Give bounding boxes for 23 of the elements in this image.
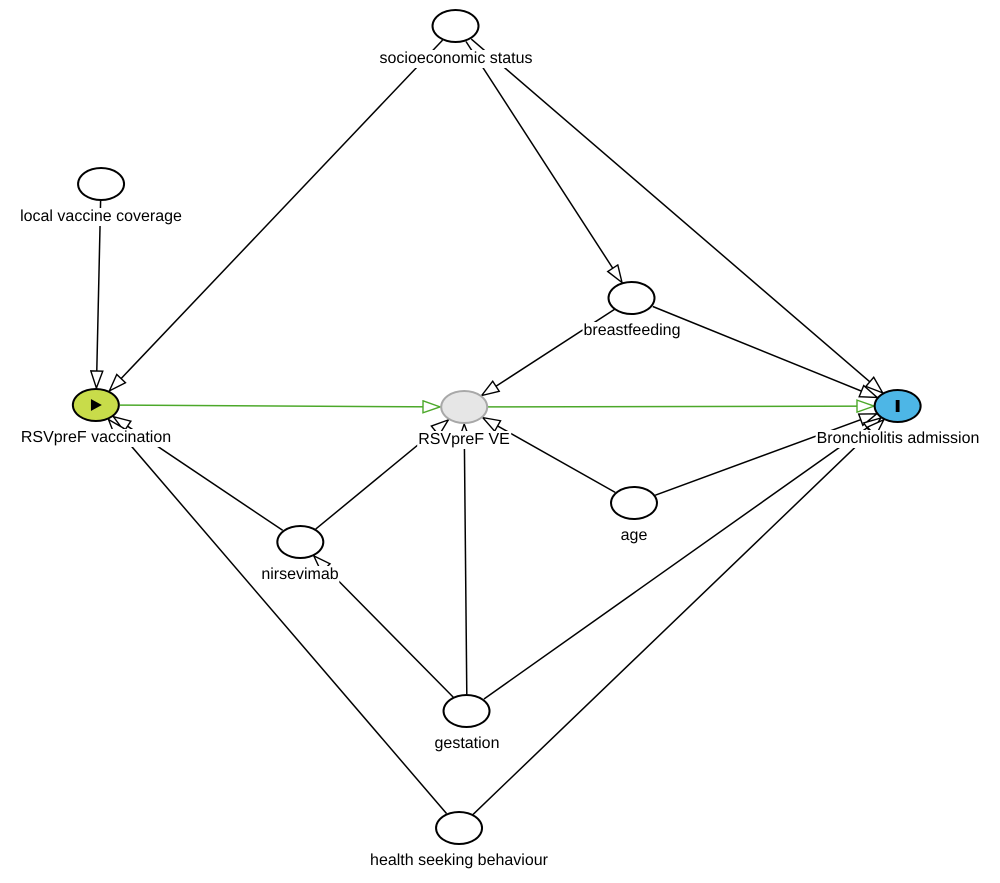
node-label: nirsevimab	[260, 566, 340, 584]
node-label: health seeking behaviour	[369, 852, 549, 870]
arrow	[652, 306, 878, 398]
arrow	[488, 399, 875, 413]
arrow	[655, 413, 878, 496]
arrow	[470, 38, 884, 394]
node-label: breastfeeding	[582, 322, 682, 340]
arrow	[472, 419, 884, 815]
arrow	[482, 416, 616, 494]
node-label: gestation	[434, 735, 500, 753]
arrow	[465, 41, 623, 284]
node-label: local vaccine coverage	[19, 208, 183, 226]
arrow	[313, 555, 454, 698]
arrow	[120, 400, 441, 414]
arrow	[484, 417, 882, 700]
arrow	[108, 418, 448, 814]
node-label: socioeconomic status	[378, 50, 534, 68]
arrow	[90, 200, 104, 389]
arrow	[108, 40, 444, 392]
node-label: RSVpreF vaccination	[20, 429, 172, 447]
node-label: Bronchiolitis admission	[816, 430, 980, 448]
node-label: RSVpreF VE	[417, 431, 511, 449]
arrow	[481, 308, 615, 396]
